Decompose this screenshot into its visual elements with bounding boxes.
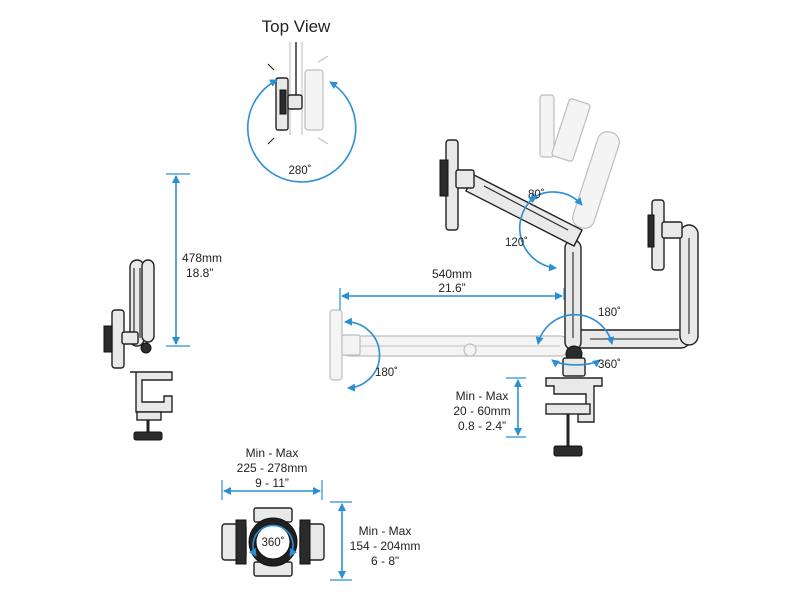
clamp-in: 0.8 - 2.4”: [458, 419, 506, 433]
holder-view: Min - Max 225 - 278mm 9 - 11” 360˚ Min -…: [221, 446, 421, 581]
holder-width-title: Min - Max: [246, 446, 299, 460]
side-view: 478mm 18.8”: [103, 173, 222, 441]
angle-left-label: 180˚: [375, 367, 398, 379]
holder-height-dimension: Min - Max 154 - 204mm 6 - 8”: [330, 501, 421, 581]
angle-base-arc: [551, 359, 601, 368]
main-view: 80˚ 120˚ 180˚ 180˚ 360˚ 540mm 21.6” Min …: [329, 94, 699, 457]
top-view-rotation-arc: [246, 79, 357, 183]
ghost-arm-right: [569, 199, 699, 349]
angle-mid-label: 120˚: [505, 237, 528, 249]
top-view-tablet: [267, 42, 303, 145]
reach-dimension: 540mm 21.6”: [339, 267, 565, 310]
side-view-arm: [103, 259, 155, 369]
clamp-dimension: Min - Max 20 - 60mm 0.8 - 2.4”: [453, 377, 526, 438]
height-dimension: 478mm 18.8”: [166, 173, 222, 347]
angle-base-label: 360˚: [598, 359, 621, 371]
holder-width-mm: 225 - 278mm: [237, 461, 308, 475]
holder-width-dimension: Min - Max 225 - 278mm 9 - 11”: [221, 446, 323, 500]
main-arm: [439, 139, 583, 363]
height-in-label: 18.8”: [186, 266, 213, 280]
holder-width-in: 9 - 11”: [255, 476, 289, 490]
reach-mm-label: 540mm: [432, 267, 472, 281]
holder-height-title: Min - Max: [359, 524, 412, 538]
top-view: Top View 280˚: [246, 17, 357, 183]
top-view-rotation-label: 280˚: [288, 165, 311, 177]
height-mm-label: 478mm: [182, 251, 222, 265]
holder-height-mm: 154 - 204mm: [350, 539, 421, 553]
angle-right-label: 180˚: [598, 307, 621, 319]
ghost-arm-left: [329, 309, 571, 381]
angle-right-arc: [535, 313, 615, 345]
angle-upper-label: 80˚: [528, 189, 545, 201]
clamp-title: Min - Max: [456, 389, 509, 403]
holder-height-in: 6 - 8”: [371, 554, 399, 568]
holder-rotation-label: 360˚: [261, 537, 284, 549]
ghost-arm-upright: [539, 94, 620, 241]
angle-mid-arc: [519, 195, 557, 272]
clamp-mm: 20 - 60mm: [453, 404, 510, 418]
reach-in-label: 21.6”: [438, 281, 465, 295]
main-clamp: [545, 357, 603, 457]
side-view-clamp: [130, 371, 173, 441]
top-view-title: Top View: [262, 17, 331, 36]
angle-left-arc: [344, 317, 381, 392]
holder-rotation-arc: [248, 524, 298, 557]
